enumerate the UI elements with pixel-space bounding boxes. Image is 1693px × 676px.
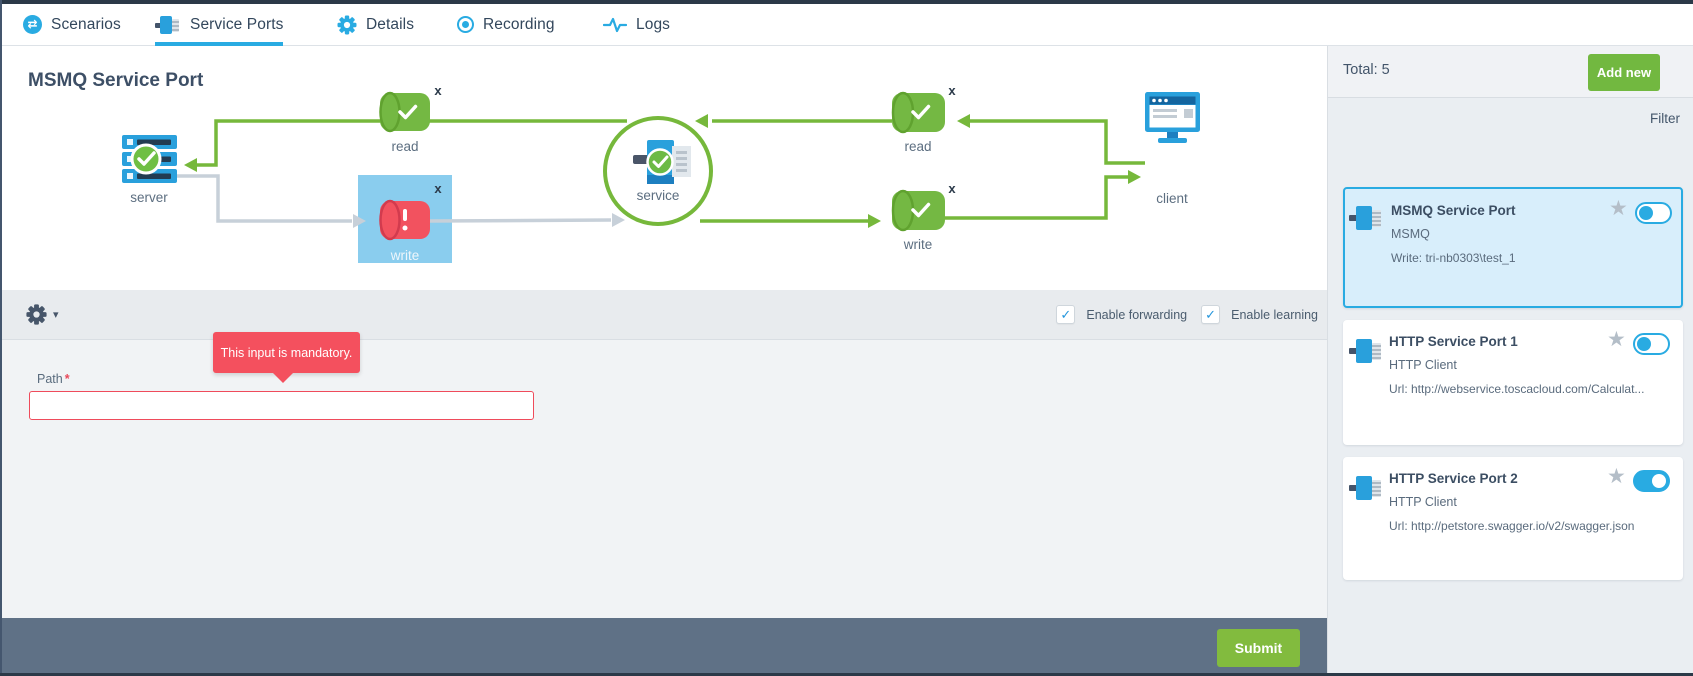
gear-icon (337, 15, 357, 34)
sync-icon: ⇄ (23, 15, 42, 34)
service-port-card-http2[interactable]: HTTP Service Port 2 HTTP Client Url: htt… (1343, 457, 1683, 580)
toggle-switch[interactable] (1635, 202, 1672, 224)
check-icon: ✓ (1060, 307, 1072, 322)
plug-stub (155, 22, 162, 28)
service-port-card-msmq[interactable]: MSMQ Service Port MSMQ Write: tri-nb0303… (1343, 187, 1683, 308)
path-input[interactable] (29, 391, 534, 420)
service-port-icon (1349, 205, 1383, 231)
toggle-switch[interactable] (1633, 470, 1670, 492)
window-left-edge (0, 0, 2, 676)
tab-label: Service Ports (190, 15, 284, 33)
checkbox-box: ✓ (1056, 305, 1076, 324)
submit-button[interactable]: Submit (1217, 629, 1300, 667)
write-right-node[interactable]: write x (891, 181, 956, 252)
read-left-node[interactable]: read x (379, 83, 442, 154)
read-right-node[interactable]: read x (891, 83, 956, 154)
checkbox-label: Enable forwarding (1086, 307, 1188, 322)
record-icon (457, 16, 474, 33)
card-subtitle: HTTP Client (1389, 495, 1457, 509)
tab-label: Scenarios (51, 15, 121, 33)
checkbox-box: ✓ (1201, 305, 1221, 324)
settings-menu-button[interactable]: ▾ (26, 304, 59, 325)
tab-recording[interactable]: Recording (457, 4, 555, 45)
page-title: MSMQ Service Port (28, 70, 204, 91)
card-title: MSMQ Service Port (1391, 203, 1516, 218)
gear-icon (26, 304, 47, 325)
service-port-card-http1[interactable]: HTTP Service Port 1 HTTP Client Url: htt… (1343, 320, 1683, 445)
write-left-close-icon[interactable]: x (434, 181, 442, 196)
required-asterisk: * (64, 372, 70, 386)
service-label: service (637, 188, 680, 203)
path-field-label: Path* (37, 372, 70, 386)
check-icon: ✓ (1205, 307, 1217, 322)
add-new-button[interactable]: Add new (1588, 54, 1660, 91)
diagram-toolbar: ▾ ✓ Enable forwarding ✓ Enable learning (0, 290, 1327, 340)
validation-tooltip: This input is mandatory. (213, 332, 360, 383)
tab-label: Recording (483, 15, 555, 33)
main-nav: ⇄ Scenarios Service Ports (0, 4, 1693, 46)
card-detail: Write: tri-nb0303\test_1 (1391, 251, 1516, 265)
window-bottom-edge (0, 673, 1693, 676)
plug-body (160, 15, 172, 34)
form-footer-bar: Submit (0, 618, 1327, 676)
toolbar-checkbox-group: ✓ Enable forwarding ✓ Enable learning (1056, 305, 1318, 324)
green-arrowheads (184, 114, 1141, 228)
toggle-knob (1639, 206, 1653, 220)
service-port-form: This input is mandatory. Path* (0, 332, 1327, 618)
service-ports-sidebar: Total: 5 Add new Filter MSMQ Service Por… (1327, 45, 1693, 676)
diagram-canvas: service server (122, 83, 1200, 263)
card-subtitle: MSMQ (1391, 227, 1430, 241)
main-panel: MSMQ Service Port (0, 45, 1327, 676)
toggle-switch[interactable] (1633, 333, 1670, 355)
toggle-knob (1637, 337, 1651, 351)
service-port-icon (1349, 338, 1383, 364)
tab-label: Details (366, 15, 415, 33)
card-title: HTTP Service Port 1 (1389, 334, 1518, 349)
card-subtitle: HTTP Client (1389, 358, 1457, 372)
write-left-node[interactable]: write x (379, 181, 442, 263)
chevron-down-icon: ▾ (53, 309, 59, 321)
read-left-close-icon[interactable]: x (434, 83, 442, 98)
tab-logs[interactable]: Logs (603, 4, 670, 45)
star-icon[interactable]: ★ (1607, 328, 1626, 351)
tab-service-ports[interactable]: Service Ports (155, 4, 284, 46)
tab-label: Logs (636, 15, 671, 33)
write-right-label: write (903, 237, 933, 252)
pulse-icon (603, 17, 627, 32)
plug-pins (172, 18, 179, 32)
client-node[interactable]: client (1145, 92, 1200, 206)
filter-toggle[interactable]: Filter (1650, 111, 1680, 126)
service-port-icon (1349, 475, 1383, 501)
sidebar-header: Total: 5 Add new (1328, 45, 1693, 98)
window-top-edge (0, 0, 1693, 4)
card-detail: Url: http://webservice.toscacloud.com/Ca… (1389, 382, 1645, 396)
tab-scenarios[interactable]: ⇄ Scenarios (23, 4, 121, 45)
checkbox-label: Enable learning (1231, 307, 1318, 322)
gray-arrowheads (353, 213, 625, 228)
service-port-icon (155, 15, 181, 35)
client-label: client (1156, 191, 1188, 206)
card-detail: Url: http://petstore.swagger.io/v2/swagg… (1389, 519, 1635, 533)
enable-learning-checkbox[interactable]: ✓ Enable learning (1201, 305, 1318, 324)
gray-flow-lines (177, 174, 612, 223)
card-title: HTTP Service Port 2 (1389, 471, 1518, 486)
read-right-close-icon[interactable]: x (948, 83, 956, 98)
server-node[interactable]: server (122, 135, 177, 205)
tab-details[interactable]: Details (337, 4, 414, 45)
write-left-label: write (390, 248, 420, 263)
read-left-label: read (391, 139, 418, 154)
write-right-close-icon[interactable]: x (948, 181, 956, 196)
server-label: server (130, 190, 168, 205)
service-port-diagram: MSMQ Service Port (0, 45, 1327, 290)
read-right-label: read (904, 139, 931, 154)
total-count: Total: 5 (1343, 62, 1390, 78)
service-node[interactable]: service (603, 116, 713, 226)
toggle-knob (1652, 474, 1666, 488)
enable-forwarding-checkbox[interactable]: ✓ Enable forwarding (1056, 305, 1187, 324)
star-icon[interactable]: ★ (1609, 197, 1628, 220)
star-icon[interactable]: ★ (1607, 465, 1626, 488)
